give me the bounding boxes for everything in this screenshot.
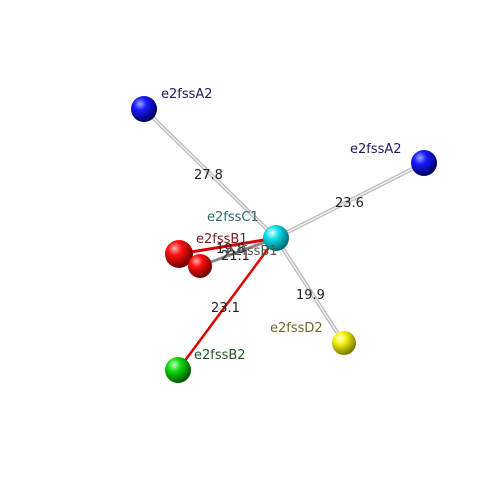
distance-labels: 27.8 23.6 19.9 23.1 19.8 21.1 xyxy=(194,168,364,316)
distance-c1-b1-front: 19.8 xyxy=(216,242,245,257)
node-labels: e2fssA2 e2fssA2 e2fssC1 e2fssB1 e2fssB1 … xyxy=(161,87,402,363)
edge-c1-b1-front xyxy=(178,236,277,256)
distance-c1-b1-back: 21.1 xyxy=(221,249,250,264)
label-b1-back: e2fssB1 xyxy=(226,244,278,259)
node-b1-front[interactable] xyxy=(165,240,193,268)
node-b1-back[interactable] xyxy=(188,254,212,278)
distance-c1-b2: 23.1 xyxy=(211,301,240,316)
node-d2[interactable] xyxy=(332,331,356,355)
edge-c1-d2-highlight xyxy=(275,237,345,344)
nodes xyxy=(131,96,437,383)
node-b2[interactable] xyxy=(165,357,191,383)
edges xyxy=(142,107,425,371)
edge-c1-a2-right-highlight xyxy=(275,162,425,239)
label-b1-front: e2fssB1 xyxy=(196,232,248,247)
label-a2-right: e2fssA2 xyxy=(350,142,402,157)
edge-c1-a2-left-highlight xyxy=(143,108,277,239)
distance-c1-a2-left: 27.8 xyxy=(194,168,223,183)
node-c1[interactable] xyxy=(263,225,289,251)
distance-c1-d2: 19.9 xyxy=(296,288,325,303)
label-b2: e2fssB2 xyxy=(194,348,246,363)
label-d2: e2fssD2 xyxy=(270,321,323,336)
node-a2-left[interactable] xyxy=(131,96,157,122)
edge-c1-b1-back xyxy=(199,236,277,268)
label-a2-left: e2fssA2 xyxy=(161,87,213,102)
node-a2-right[interactable] xyxy=(411,150,437,176)
label-c1: e2fssC1 xyxy=(207,210,259,225)
distance-c1-a2-right: 23.6 xyxy=(335,196,364,211)
edge-c1-b2 xyxy=(176,237,278,371)
